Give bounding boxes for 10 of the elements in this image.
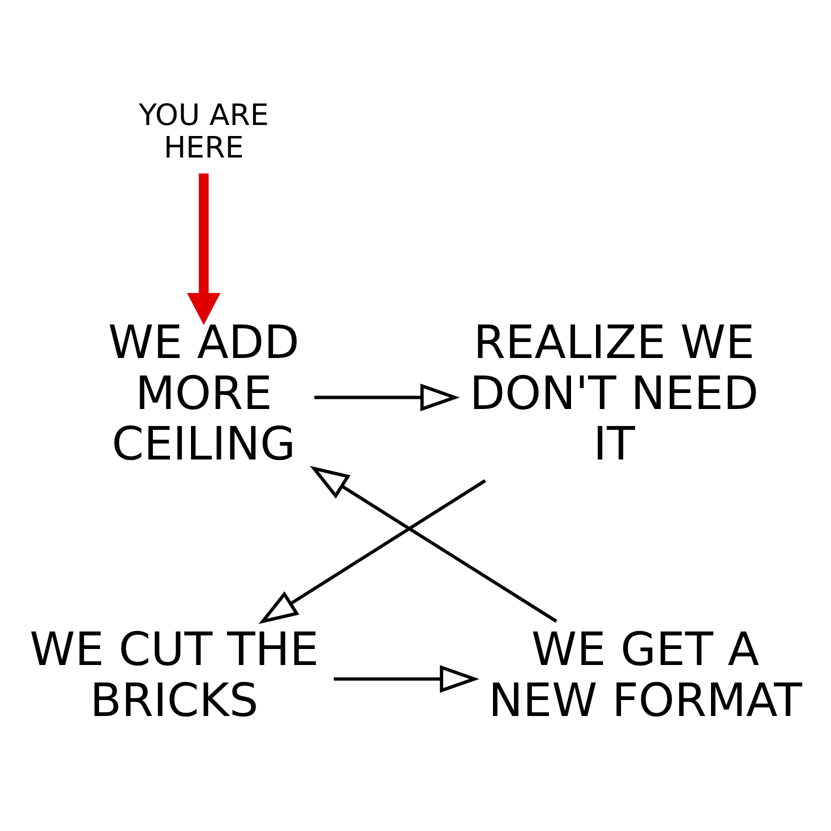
node-text: WE GET A NEW FORMAT xyxy=(488,622,802,727)
node-text: WE ADD MORE CEILING xyxy=(108,314,300,471)
arrow xyxy=(314,384,460,412)
arrow xyxy=(258,479,486,624)
node-text: YOU ARE HERE xyxy=(138,98,269,165)
arrow xyxy=(186,173,220,325)
arrow xyxy=(334,665,480,693)
node-text: REALIZE WE DON'T NEED IT xyxy=(470,314,759,471)
node-text: WE CUT THE BRICKS xyxy=(30,622,319,727)
arrow xyxy=(310,466,558,623)
